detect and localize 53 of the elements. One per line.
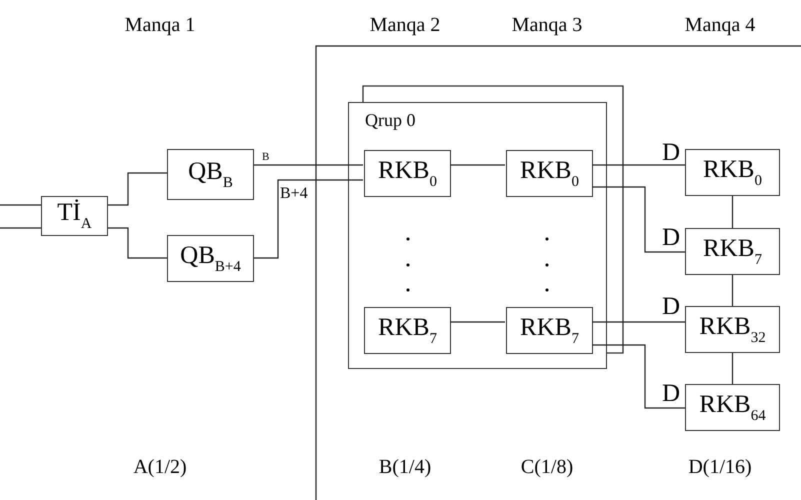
stage-ratio: C(1/8)	[520, 456, 574, 479]
connector-line	[108, 172, 167, 206]
edge-label: D	[662, 225, 680, 250]
block-box	[364, 150, 451, 197]
connector-line	[592, 164, 685, 166]
edge-label: D	[662, 140, 680, 165]
edge-label: D	[662, 294, 680, 319]
connector-line	[592, 321, 685, 323]
stage-heading: Manqa 2	[370, 14, 440, 37]
connector-line	[450, 164, 505, 166]
block-box	[364, 307, 451, 354]
block-label: Tİ$_{A}$	[56, 200, 93, 232]
block-box	[167, 149, 254, 200]
block-label: RKB$_{7}$	[377, 314, 438, 346]
block-box	[167, 235, 254, 282]
block-box	[685, 384, 780, 431]
connector-line	[592, 344, 685, 409]
group-title: Qrup 0	[365, 111, 416, 129]
stage-heading: Manqa 1	[124, 14, 196, 37]
stage-ratio: D(1/16)	[688, 456, 752, 479]
block-box	[506, 150, 593, 197]
stage-ratio: A(1/2)	[133, 456, 187, 479]
connector-line	[0, 204, 41, 206]
edge-label: B+4	[280, 186, 308, 202]
block-label: QB$_{B}$	[187, 158, 234, 190]
connector-line	[450, 321, 505, 323]
block-box	[41, 196, 108, 236]
block-box	[506, 307, 593, 354]
block-label: RKB$_{7}$	[702, 236, 763, 268]
block-label: RKB$_{0}$	[702, 156, 763, 188]
edge-label: D	[662, 381, 680, 406]
edge-label: B	[262, 152, 270, 163]
block-box	[685, 228, 780, 275]
block-box	[685, 149, 780, 196]
connector-line	[732, 196, 734, 228]
block-label: QB$_{B+4}$	[179, 242, 242, 274]
connector-line	[254, 179, 363, 259]
connector-line	[0, 227, 41, 229]
block-label: RKB$_{32}$	[698, 314, 767, 346]
block-label: RKB$_{7}$	[519, 314, 580, 346]
stage-ratio: B(1/4)	[378, 456, 432, 479]
block-label: RKB$_{64}$	[698, 392, 767, 424]
connector-line	[732, 275, 734, 306]
connector-line	[254, 164, 363, 166]
block-label: RKB$_{0}$	[519, 158, 580, 190]
block-box	[685, 306, 780, 353]
block-label: RKB$_{0}$	[377, 158, 438, 190]
group-frame	[348, 102, 607, 369]
stage-heading: Manqa 4	[684, 14, 756, 37]
connector-line	[592, 186, 685, 253]
connector-line	[732, 353, 734, 384]
stage-heading: Manqa 3	[512, 14, 582, 37]
connector-line	[108, 227, 167, 259]
